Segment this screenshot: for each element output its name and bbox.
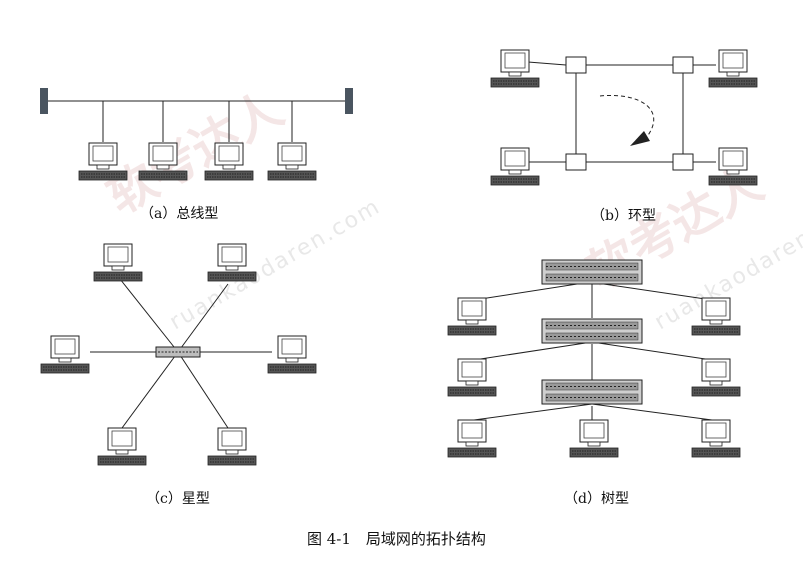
ring-node — [565, 153, 587, 171]
ring-node — [672, 56, 694, 74]
switch-icon — [541, 379, 643, 405]
ring-topology: （b）环型 — [490, 49, 758, 224]
arrow-head-icon — [630, 131, 650, 146]
switch-icon — [541, 259, 643, 285]
computer-icon — [708, 49, 758, 88]
computer-icon — [40, 335, 90, 374]
figure-caption: 图 4-1 局域网的拓扑结构 — [307, 530, 486, 548]
computer-icon — [447, 297, 497, 336]
caption-ring: （b）环型 — [591, 208, 656, 224]
svg-text:软考达人: 软考达人 — [98, 81, 292, 226]
caption-star: （c）星型 — [146, 491, 210, 507]
bus-topology: （a）总线型 — [40, 88, 353, 222]
computer-icon — [447, 419, 497, 458]
computer-icon — [93, 243, 143, 282]
computer-icon — [691, 358, 741, 397]
computer-icon — [78, 142, 128, 181]
caption-tree: （d）树型 — [564, 491, 629, 507]
computer-icon — [267, 335, 317, 374]
tree-topology: （d）树型 — [447, 259, 741, 507]
ring-node — [672, 153, 694, 171]
computer-icon — [207, 427, 257, 466]
computer-icon — [490, 147, 540, 186]
computer-icon — [97, 427, 147, 466]
computer-icon — [691, 419, 741, 458]
computer-icon — [267, 142, 317, 181]
computer-icon — [490, 49, 540, 88]
bus-terminator-right — [345, 88, 353, 114]
caption-bus: （a）总线型 — [140, 206, 218, 222]
computer-icon — [447, 358, 497, 397]
computer-icon — [207, 243, 257, 282]
ring-node — [565, 56, 587, 74]
bus-terminator-left — [40, 88, 48, 114]
direction-arrow — [599, 94, 655, 139]
star-topology: （c）星型 — [40, 243, 317, 507]
star-hub — [155, 346, 201, 358]
switch-icon — [541, 318, 643, 344]
computer-icon — [569, 419, 619, 458]
